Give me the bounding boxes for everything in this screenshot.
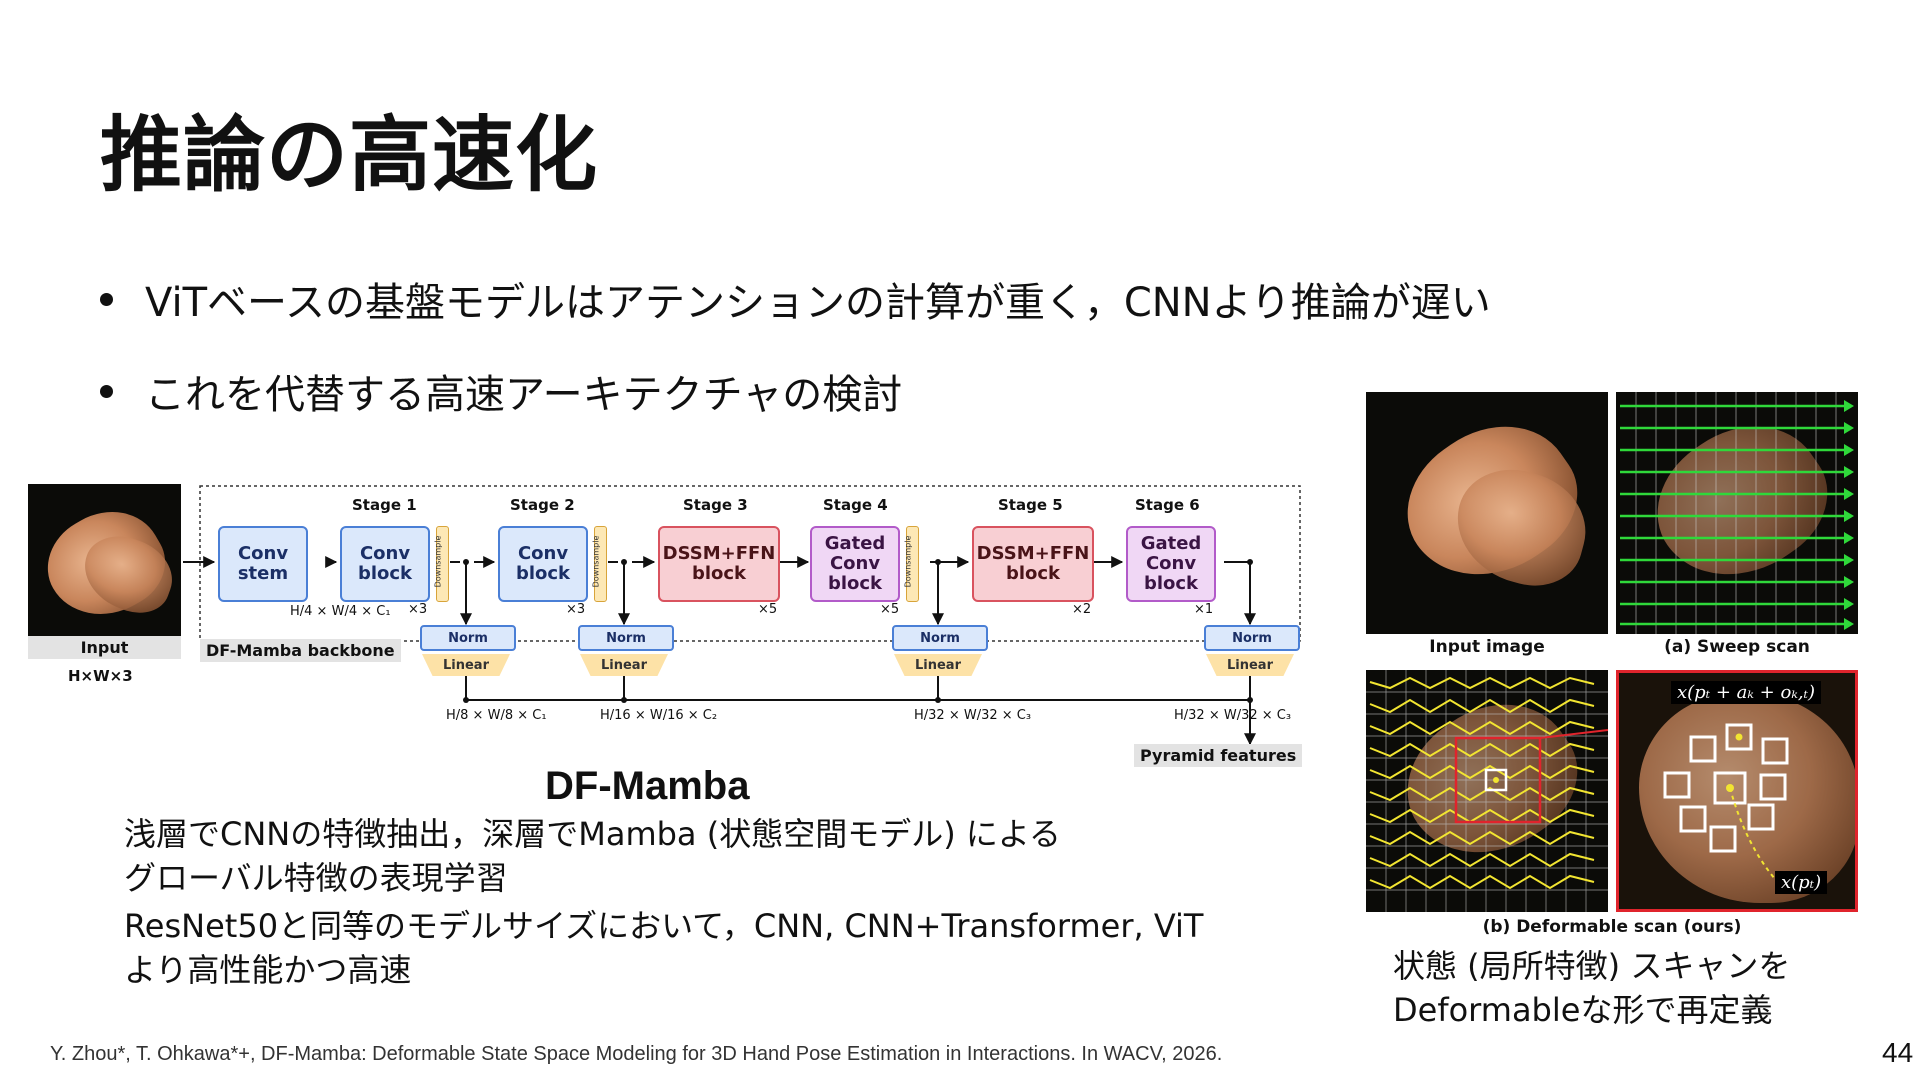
norm-1: Norm bbox=[420, 625, 516, 651]
linear-1: Linear bbox=[422, 654, 510, 676]
stage-3-dssm-ffn-block: DSSM+FFN block bbox=[658, 526, 780, 602]
stage-5-dssm-ffn-block: DSSM+FFN block bbox=[972, 526, 1094, 602]
diagram-connectors bbox=[183, 485, 1301, 746]
deformable-scan-image bbox=[1366, 670, 1608, 912]
stage-1-conv-block: Conv block bbox=[340, 526, 430, 602]
stage-2-label: Stage 2 bbox=[510, 496, 575, 514]
scan-description-line-1: 状態 (局所特徴) スキャンを bbox=[1393, 947, 1791, 985]
architecture-diagram: Input H×W×3 Stage 1 Stage 2 Stage 3 Stag… bbox=[28, 484, 1308, 774]
bullet-dot-icon bbox=[100, 384, 113, 398]
input-hand-image bbox=[1366, 392, 1608, 634]
norm-4: Norm bbox=[1204, 625, 1300, 651]
scan-figure: Input image (a) Sweep scan bbox=[1366, 392, 1862, 952]
deformable-zoom-overlay bbox=[1663, 723, 1789, 880]
sweep-scan-caption: (a) Sweep scan bbox=[1664, 637, 1810, 657]
repeat-stage-2: ×3 bbox=[566, 602, 586, 617]
downsample-3: Downsample bbox=[903, 526, 919, 602]
repeat-stage-6: ×1 bbox=[1194, 602, 1214, 617]
stage-6-gated-conv-block: Gated Conv block bbox=[1126, 526, 1216, 602]
sweep-scan-overlay bbox=[1620, 392, 1854, 634]
norm-3: Norm bbox=[892, 625, 988, 651]
input-size-label: H×W×3 bbox=[68, 667, 133, 685]
repeat-stage-5: ×2 bbox=[1072, 602, 1092, 617]
input-thumbnail-image bbox=[28, 484, 181, 636]
sweep-scan-image bbox=[1616, 392, 1858, 634]
linear-4: Linear bbox=[1206, 654, 1294, 676]
repeat-stage-1: ×3 bbox=[408, 602, 428, 617]
stage-1-label: Stage 1 bbox=[352, 496, 417, 514]
conv-stem-block: Conv stem bbox=[218, 526, 308, 602]
backbone-label: DF-Mamba backbone bbox=[200, 639, 401, 662]
stage-6-label: Stage 6 bbox=[1135, 496, 1200, 514]
scan-description-line-2: Deformableな形で再定義 bbox=[1393, 991, 1773, 1029]
norm-2: Norm bbox=[578, 625, 674, 651]
description-1: 浅層でCNNの特徴抽出，深層でMamba (状態空間モデル) による グローバル… bbox=[124, 812, 1061, 900]
out-dims-3: H/32 × W/32 × C₃ bbox=[914, 708, 1032, 723]
model-name: DF-Mamba bbox=[545, 764, 750, 808]
citation-footer: Y. Zhou*, T. Ohkawa*+, DF-Mamba: Deforma… bbox=[50, 1043, 1223, 1065]
deformable-zoom-image: x(pₜ + aₖ + oₖ,ₜ) x(pₜ) bbox=[1616, 670, 1858, 912]
repeat-stage-4: ×5 bbox=[880, 602, 900, 617]
downsample-2: Downsample bbox=[591, 526, 607, 602]
description-1-line-2: グローバル特徴の表現学習 bbox=[124, 859, 508, 897]
formula-top: x(pₜ + aₖ + oₖ,ₜ) bbox=[1671, 681, 1822, 704]
stage-4-label: Stage 4 bbox=[823, 496, 888, 514]
description-1-line-1: 浅層でCNNの特徴抽出，深層でMamba (状態空間モデル) による bbox=[124, 815, 1061, 853]
bullet-2: これを代替する高速アーキテクチャの検討 bbox=[100, 362, 902, 420]
stage-3-label: Stage 3 bbox=[683, 496, 748, 514]
scan-description: 状態 (局所特徴) スキャンを Deformableな形で再定義 bbox=[1393, 944, 1790, 1032]
formula-bottom: x(pₜ) bbox=[1775, 871, 1828, 894]
deformable-scan-caption: (b) Deformable scan (ours) bbox=[1482, 917, 1742, 937]
description-2-line-2: より高性能かつ高速 bbox=[124, 951, 412, 989]
repeat-stage-3: ×5 bbox=[758, 602, 778, 617]
out-dims-4: H/32 × W/32 × C₃ bbox=[1174, 708, 1292, 723]
stage-2-conv-block: Conv block bbox=[498, 526, 588, 602]
input-image-caption: Input image bbox=[1429, 637, 1545, 657]
input-label: Input bbox=[28, 636, 181, 659]
downsample-1: Downsample bbox=[433, 526, 449, 602]
bullet-1: ViTベースの基盤モデルはアテンションの計算が重く，CNNより推論が遅い bbox=[100, 270, 1491, 328]
linear-3: Linear bbox=[894, 654, 982, 676]
slide-title: 推論の高速化 bbox=[100, 108, 599, 203]
page-number: 44 bbox=[1882, 1037, 1914, 1068]
bullet-2-text: これを代替する高速アーキテクチャの検討 bbox=[145, 372, 903, 418]
description-2-line-1: ResNet50と同等のモデルサイズにおいて，CNN, CNN+Transfor… bbox=[124, 907, 1204, 945]
bullet-1-text: ViTベースの基盤モデルはアテンションの計算が重く，CNNより推論が遅い bbox=[145, 280, 1491, 326]
out-dims-1: H/8 × W/8 × C₁ bbox=[446, 708, 547, 723]
pyramid-features-label: Pyramid features bbox=[1134, 744, 1303, 767]
stage-4-gated-conv-block: Gated Conv block bbox=[810, 526, 900, 602]
description-2: ResNet50と同等のモデルサイズにおいて，CNN, CNN+Transfor… bbox=[124, 904, 1203, 992]
out-dims-2: H/16 × W/16 × C₂ bbox=[600, 708, 718, 723]
stem-dims-label: H/4 × W/4 × C₁ bbox=[290, 604, 391, 619]
stage-5-label: Stage 5 bbox=[998, 496, 1063, 514]
bullet-dot-icon bbox=[100, 292, 113, 306]
linear-2: Linear bbox=[580, 654, 668, 676]
deformable-scan-overlay bbox=[1366, 670, 1608, 912]
